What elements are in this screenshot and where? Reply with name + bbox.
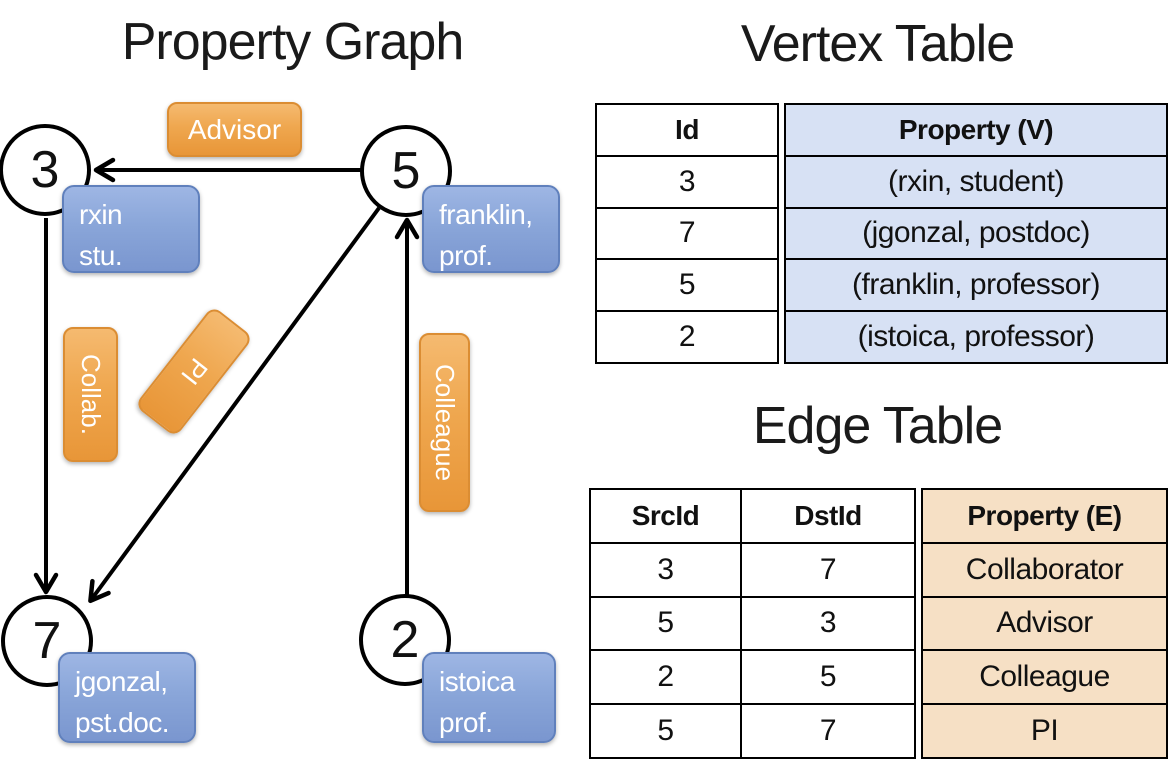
table-column-gap (916, 488, 921, 759)
edge-table-title: Edge Table (752, 397, 1003, 455)
table-cell: 5 (591, 598, 740, 652)
vertex-box-line: franklin, (439, 199, 533, 230)
table-cell: Advisor (923, 597, 1166, 652)
vertex-table-property-header: Property (V) (786, 105, 1166, 157)
vertex-property-box-2: istoica prof. (422, 652, 556, 743)
graph-edges-canvas (33, 157, 420, 604)
edge-table-id-columns: SrcId 3 5 2 5 DstId 7 3 5 7 (589, 488, 916, 759)
table-cell: 3 (597, 157, 777, 209)
table-cell: 3 (742, 598, 914, 652)
edge-table-srcid-header: SrcId (591, 490, 740, 544)
vertex-table-title: Vertex Table (740, 15, 1015, 73)
table-cell: 7 (742, 544, 914, 598)
node-2-id: 2 (390, 611, 420, 669)
table-cell: (jgonzal, postdoc) (786, 208, 1166, 261)
edge-table-dstid-header: DstId (742, 490, 914, 544)
vertex-table-id-header: Id (597, 105, 777, 157)
table-cell: Colleague (923, 651, 1166, 706)
table-column-gap (779, 103, 784, 364)
table-cell: (franklin, professor) (786, 260, 1166, 313)
graph-node-2: 2 (359, 594, 451, 686)
vertex-box-line: jgonzal, (75, 666, 168, 697)
vertex-table-id-column: Id 3 7 5 2 (595, 103, 779, 364)
vertex-box-line: rxin (79, 199, 123, 230)
edge-table-srcid-column: SrcId 3 5 2 5 (591, 490, 742, 757)
vertex-box-line: stu. (79, 239, 123, 271)
vertex-property-box-7: jgonzal, pst.doc. (58, 652, 196, 743)
edge-label-collab: Collab. (63, 327, 118, 462)
table-cell: 3 (591, 544, 740, 598)
vertex-table: Id 3 7 5 2 Property (V) (rxin, student) … (595, 103, 1168, 364)
edge-table-dstid-column: DstId 7 3 5 7 (742, 490, 914, 757)
vertex-table-property-column: Property (V) (rxin, student) (jgonzal, p… (784, 103, 1168, 364)
table-cell: Collaborator (923, 543, 1166, 598)
table-cell: 2 (678, 320, 696, 354)
edge-label-colleague: Colleague (419, 333, 470, 512)
table-cell: PI (923, 705, 1166, 757)
edge-table: SrcId 3 5 2 5 DstId 7 3 5 7 Property (E)… (589, 488, 1168, 759)
table-cell: 7 (819, 714, 837, 748)
edge-5-to-7-arrow (88, 206, 381, 604)
node-5-id: 5 (391, 142, 421, 200)
table-cell: 5 (742, 651, 914, 706)
table-cell: 7 (597, 209, 777, 261)
edge-table-property-header: Property (E) (923, 490, 1166, 544)
graph-node-5: 5 (360, 125, 452, 217)
table-cell: (istoica, professor) (786, 312, 1166, 362)
table-cell: 2 (591, 651, 740, 706)
table-cell: 5 (597, 260, 777, 313)
vertex-property-box-3: rxin stu. (62, 185, 200, 273)
vertex-property-box-5: franklin, prof. (422, 185, 560, 273)
table-cell: 5 (657, 714, 674, 748)
edge-table-property-column: Property (E) Collaborator Advisor Collea… (921, 488, 1168, 759)
vertex-box-line: pst.doc. (75, 706, 170, 738)
edge-label-advisor: Advisor (167, 102, 302, 157)
table-cell: (rxin, student) (786, 156, 1166, 209)
node-3-id: 3 (30, 141, 60, 199)
vertex-box-line: istoica (439, 666, 515, 697)
vertex-box-line: prof. (439, 706, 493, 738)
property-graph-title: Property Graph (121, 13, 465, 71)
node-7-id: 7 (32, 612, 62, 670)
vertex-box-line: prof. (439, 239, 493, 271)
